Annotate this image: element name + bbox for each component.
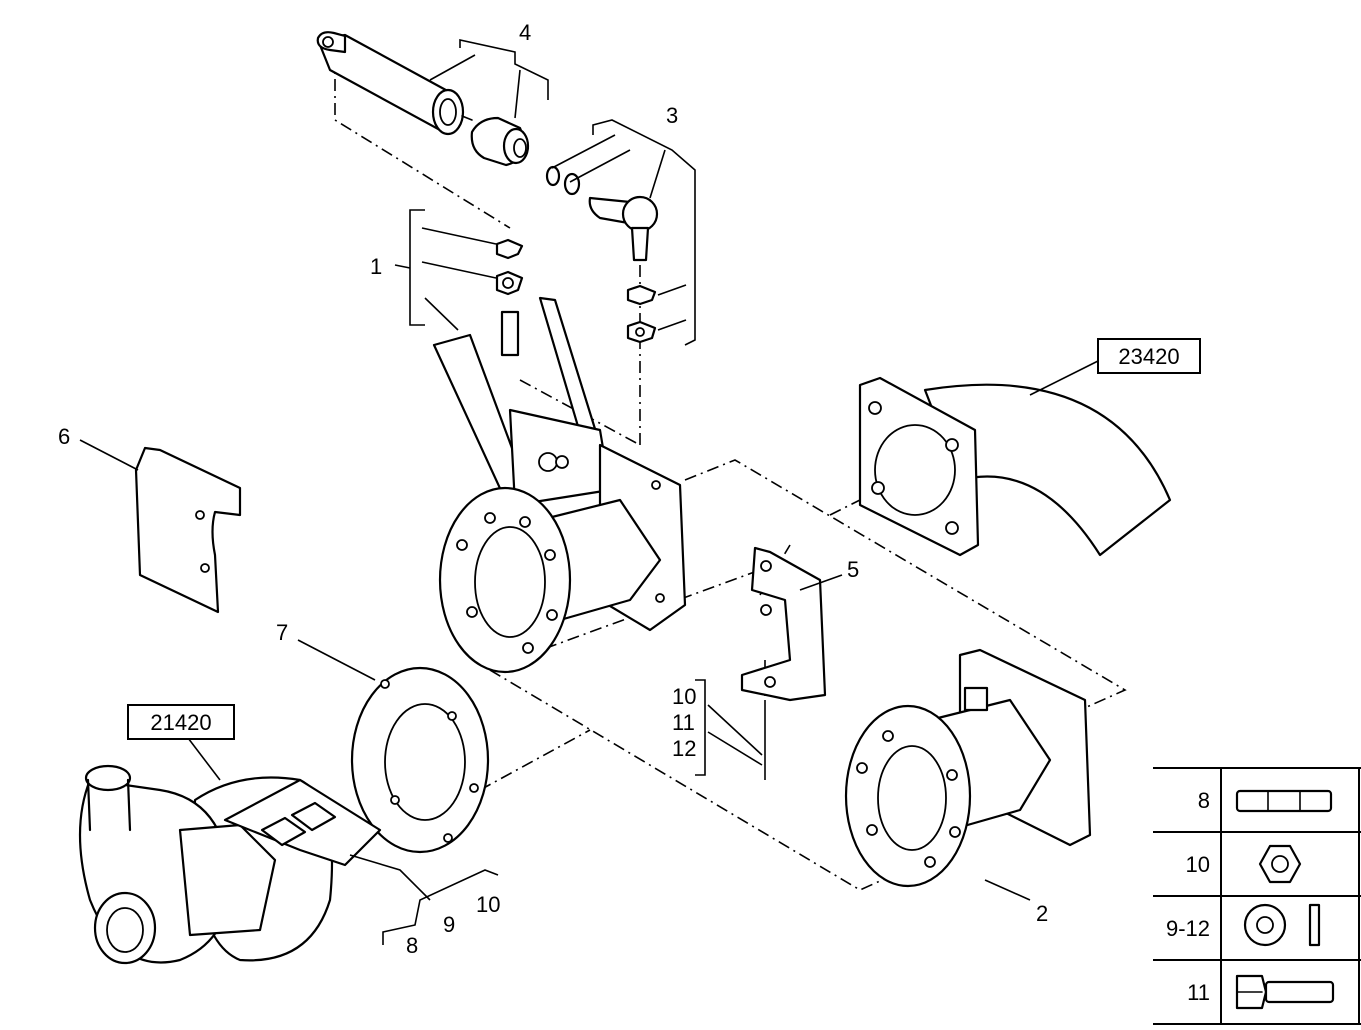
callout-3: 3 (666, 103, 678, 128)
turbocharger (78, 764, 382, 965)
part-1-bracket (432, 238, 612, 512)
callout-4: 4 (519, 20, 531, 45)
legend-label-9-12: 9-12 (1166, 916, 1210, 941)
legend-label-10: 10 (1186, 852, 1210, 877)
part-5-bracket (740, 546, 827, 702)
callout-labels: 4 3 1 6 5 7 10 11 12 10 9 8 2 (58, 20, 1048, 958)
callout-12-center: 12 (672, 736, 696, 761)
part-7-gasket (350, 666, 490, 854)
callout-8: 8 (406, 933, 418, 958)
callout-7: 7 (276, 620, 288, 645)
washer-icon (1243, 903, 1321, 947)
stud-icon (1235, 789, 1333, 813)
callout-2: 2 (1036, 901, 1048, 926)
part-3-swivel (545, 165, 659, 344)
legend-label-11: 11 (1187, 980, 1210, 1005)
callout-10-center: 10 (672, 684, 696, 709)
bolt-icon (1235, 974, 1335, 1010)
callout-11-center: 11 (672, 710, 695, 735)
hex-nut-icon (1258, 844, 1302, 884)
exhaust-valve-body (438, 443, 687, 674)
ref-box-21420: 21420 (127, 704, 235, 740)
legend-label-8: 8 (1198, 788, 1210, 813)
callout-5: 5 (847, 557, 859, 582)
callout-1: 1 (370, 254, 382, 279)
callout-6: 6 (58, 424, 70, 449)
part-4-actuator (316, 31, 530, 167)
part-2-valve (844, 648, 1092, 888)
outlet-elbow (858, 376, 1172, 557)
hardware-legend: 8 10 9-12 11 (1153, 767, 1361, 1025)
part-6-heat-shield (134, 446, 242, 614)
callout-10-bottom: 10 (476, 892, 500, 917)
callout-9: 9 (443, 912, 455, 937)
ref-label-21420: 21420 (150, 710, 211, 735)
leader-lines (79, 39, 1101, 945)
ref-label-23420: 23420 (1118, 344, 1179, 369)
ref-box-23420: 23420 (1097, 338, 1201, 374)
